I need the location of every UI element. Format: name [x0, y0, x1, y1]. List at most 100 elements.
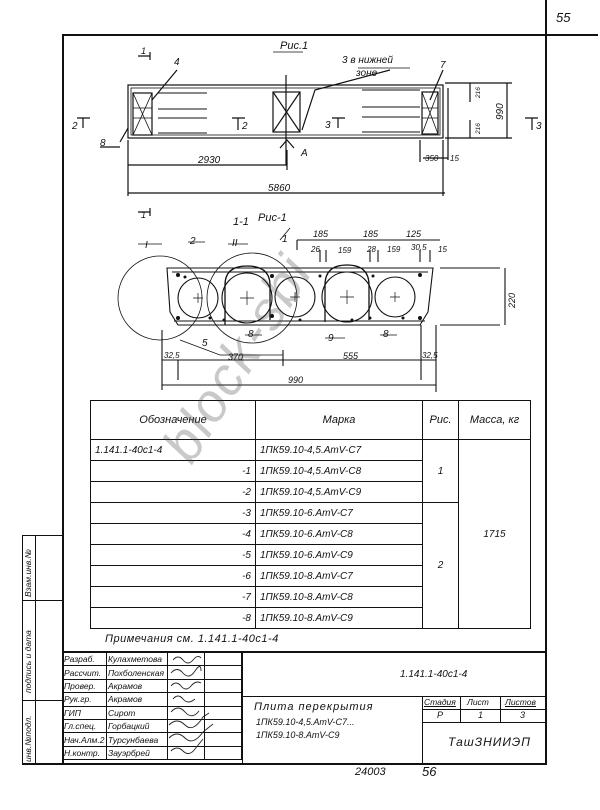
dim-990: 990	[288, 375, 303, 385]
dim-216: 216	[475, 87, 482, 99]
product-line-1: 1ПК59.10-4,5.АтV-С7...	[256, 717, 355, 727]
header-mass: Масса, кг	[458, 400, 531, 440]
section-mark: 1	[141, 46, 146, 56]
designation-cell: -8	[90, 607, 256, 629]
organization: ТашЗНИИЭП	[448, 735, 531, 749]
dim-555: 555	[343, 351, 359, 361]
frame-right	[545, 0, 547, 765]
section-title: 1-1	[233, 216, 249, 228]
dim-32-5: 32,5	[422, 351, 438, 360]
void-circle	[374, 276, 416, 318]
void-circle	[221, 272, 273, 324]
staff-name: Кулахметова	[105, 651, 168, 667]
section-fig-ref: Рис-1	[258, 212, 287, 224]
dim-990: 990	[495, 103, 506, 120]
dim-350: 350	[425, 154, 439, 163]
node-i-label: I	[145, 240, 148, 251]
staff-name: Зауэрбрей	[105, 745, 168, 761]
slab-section-outline	[166, 267, 434, 326]
callout-2: 2	[189, 236, 196, 247]
dim-220: 220	[507, 293, 517, 309]
title-block-mid-line	[242, 696, 546, 698]
replaced-inv-label: Взам.инв.№	[23, 549, 33, 597]
stage-row-line	[422, 709, 546, 710]
staff-row: Рассчит.Похболенская	[62, 665, 242, 680]
designation-cell: -2	[90, 481, 256, 503]
section-1-1	[117, 227, 506, 392]
staff-table: Разраб.Кулахметова Рассчит.Похболенская …	[62, 651, 242, 761]
product-title: Плита перекрытия	[254, 701, 374, 713]
table-header: Обозначение Марка Рис. Масса, кг	[90, 400, 531, 440]
header-fig: Рис.	[422, 400, 459, 440]
side-stamp-border	[22, 700, 63, 702]
staff-role: Рук.гр.	[62, 692, 107, 707]
dim-185: 185	[363, 229, 379, 239]
sheet-corner-number: 55	[556, 10, 571, 25]
staff-role: Нач.Алм.2	[62, 732, 107, 747]
lifting-box-right	[421, 91, 439, 135]
mark-cell: 1ПК59.10-6.АтV-С8	[255, 523, 423, 545]
callout-bottom-zone-2: зоне	[355, 68, 378, 79]
stage-label: Стадия	[424, 697, 456, 707]
staff-name: Горбацкий	[105, 718, 168, 734]
callout-8: 8	[383, 329, 389, 340]
designation-cell: -1	[90, 460, 256, 482]
frame-left	[62, 34, 64, 763]
staff-role: Н.контр.	[62, 745, 107, 761]
section-mark: 2	[71, 121, 78, 132]
void-circle	[177, 277, 219, 319]
void-circle	[274, 276, 316, 318]
dim-185: 185	[313, 229, 329, 239]
mark-cell: 1ПК59.10-4,5.АтV-С9	[255, 481, 423, 503]
staff-role: Гл.спец.	[62, 718, 107, 734]
figure-1-title: Рис.1	[280, 40, 308, 52]
mark-cell: 1ПК59.10-6.АтV-С9	[255, 544, 423, 566]
mark-cell: 1ПК59.10-6.АтV-С7	[255, 502, 423, 524]
designation-cell: -6	[90, 565, 256, 587]
staff-role: Рассчит.	[62, 665, 107, 680]
title-block-top	[62, 651, 546, 653]
callout-9: 9	[328, 333, 334, 344]
notes-reference: Примечания см. 1.141.1-40с1-4	[105, 633, 279, 645]
section-mark: 3	[536, 121, 542, 132]
dim-2930: 2930	[197, 155, 221, 166]
staff-row: Н.контр.Зауэрбрей	[62, 745, 242, 761]
sheet-label: Лист	[467, 697, 489, 707]
staff-name: Сирот	[105, 705, 168, 720]
inv-original-label: инв.№подл.	[23, 715, 33, 762]
date-cell	[204, 745, 242, 761]
figure-1-plan: Рис.1 3 в нижней зоне 4 7 8 А 1 1 2 2 3 …	[71, 40, 542, 392]
staff-name: Похболенская	[105, 665, 168, 680]
side-stamp-border	[22, 535, 24, 765]
mark-cell: 1ПК59.10-4,5.АтV-С8	[255, 460, 423, 482]
side-stamp-border	[35, 535, 36, 765]
dim-15: 15	[438, 245, 447, 254]
specification-table: Обозначение Марка Рис. Масса, кг 1.141.1…	[90, 400, 531, 629]
callout-4: 4	[174, 57, 180, 68]
detail-circle-ii	[206, 252, 298, 344]
dim-32-5: 32,5	[164, 351, 180, 360]
mark-cell: 1ПК59.10-4,5.АтV-С7	[255, 439, 423, 461]
table-row: 1.141.1-40с1-4 1ПК59.10-4,5.АтV-С7 1 171…	[90, 439, 531, 629]
page-number: 56	[422, 764, 437, 779]
designation-cell: -3	[90, 502, 256, 524]
section-mark: 2	[241, 121, 248, 132]
staff-role: Разраб.	[62, 651, 107, 667]
mass-cell: 1715	[458, 439, 531, 629]
archive-number: 24003	[355, 766, 386, 778]
dim-159: 159	[338, 246, 352, 255]
section-mark: 3	[325, 120, 331, 131]
view-a-label: А	[300, 148, 308, 159]
product-line-2: 1ПК59.10-8.АтV-С9	[256, 730, 340, 740]
dim-5860: 5860	[268, 183, 291, 194]
side-stamp-border	[22, 535, 63, 537]
dim-28: 28	[366, 245, 376, 254]
staff-row: Разраб.Кулахметова	[62, 651, 242, 667]
designation-cell: -4	[90, 523, 256, 545]
